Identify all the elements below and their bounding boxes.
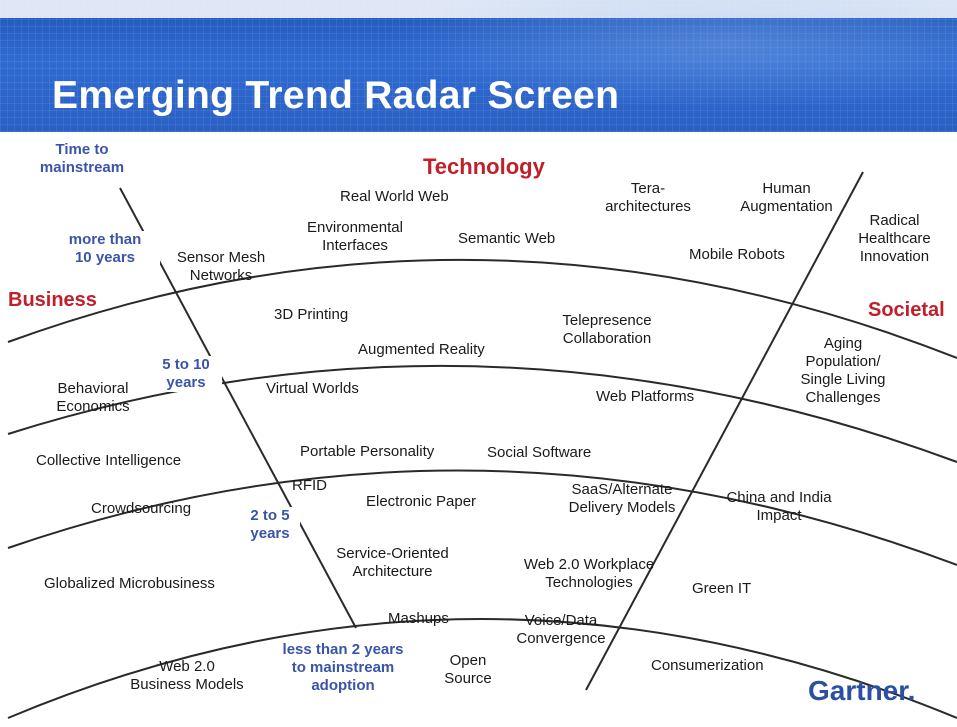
trend-open-source: Open Source <box>444 652 492 687</box>
banner-world-map <box>380 0 957 110</box>
sector-technology-label: Technology <box>423 154 545 179</box>
trend-mobile-robots: Mobile Robots <box>689 246 785 263</box>
trend-rfid: RFID <box>292 477 327 494</box>
ring-inner-arc <box>7 618 957 719</box>
page-title: Emerging Trend Radar Screen <box>52 74 620 117</box>
trend-web20-business-models: Web 2.0 Business Models <box>130 658 244 693</box>
trend-sensor-mesh-networks: Sensor Mesh Networks <box>176 249 266 284</box>
trend-augmented-reality: Augmented Reality <box>358 341 485 358</box>
sector-business-label: Business <box>8 289 97 311</box>
banner-grid-pattern <box>0 0 957 132</box>
trend-service-oriented-architecture: Service-Oriented Architecture <box>336 545 449 580</box>
band-5-to-10-years: 5 to 10 years <box>150 356 222 392</box>
trend-human-augmentation: Human Augmentation <box>740 180 833 215</box>
band-less-than-2-years: less than 2 years to mainstream adoption <box>268 641 418 695</box>
ring-second-arc <box>7 364 957 463</box>
title-banner: Emerging Trend Radar Screen <box>0 0 957 132</box>
ring-outer-arc <box>7 258 957 359</box>
trend-environmental-interfaces: Environmental Interfaces <box>307 219 403 254</box>
trend-crowdsourcing: Crowdsourcing <box>91 500 192 517</box>
trend-aging-population: Aging Population/ Single Living Challeng… <box>800 335 886 406</box>
divider-technology-societal <box>585 171 864 691</box>
trend-consumerization: Consumerization <box>651 657 764 674</box>
trend-tera-architectures: Tera- architectures <box>605 180 691 215</box>
trend-voice-data-convergence: Voice/Data Convergence <box>516 612 606 647</box>
trend-globalized-microbusiness: Globalized Microbusiness <box>44 575 215 592</box>
trend-green-it: Green IT <box>692 580 752 597</box>
trend-real-world-web: Real World Web <box>340 188 449 205</box>
trend-social-software: Social Software <box>487 444 592 461</box>
banner-top-strip <box>0 0 957 18</box>
trend-collective-intelligence: Collective Intelligence <box>36 452 182 469</box>
time-to-mainstream-header: Time to mainstream <box>39 141 125 176</box>
title-underline <box>0 132 957 135</box>
band-2-to-5-years: 2 to 5 years <box>240 507 300 543</box>
ring-third-arc <box>7 469 957 566</box>
trend-china-india-impact: China and India Impact <box>726 489 832 524</box>
trend-web-platforms: Web Platforms <box>596 388 695 405</box>
trend-saas-alternate-delivery: SaaS/Alternate Delivery Models <box>568 481 676 516</box>
gartner-logo: Gartner. <box>808 675 916 706</box>
trend-semantic-web: Semantic Web <box>458 230 556 247</box>
band-more-than-10-years: more than 10 years <box>50 231 160 267</box>
trend-virtual-worlds: Virtual Worlds <box>266 380 359 397</box>
sector-societal-label: Societal <box>868 299 945 321</box>
trend-portable-personality: Portable Personality <box>300 443 435 460</box>
trend-electronic-paper: Electronic Paper <box>366 493 477 510</box>
trend-3d-printing: 3D Printing <box>274 306 349 323</box>
trend-radical-healthcare-innovation: Radical Healthcare Innovation <box>858 212 931 265</box>
trend-behavioral-economics: Behavioral Economics <box>56 380 130 415</box>
trend-web20-workplace-technologies: Web 2.0 Workplace Technologies <box>523 556 655 591</box>
trend-mashups: Mashups <box>388 610 449 627</box>
trend-telepresence-collaboration: Telepresence Collaboration <box>562 312 652 347</box>
